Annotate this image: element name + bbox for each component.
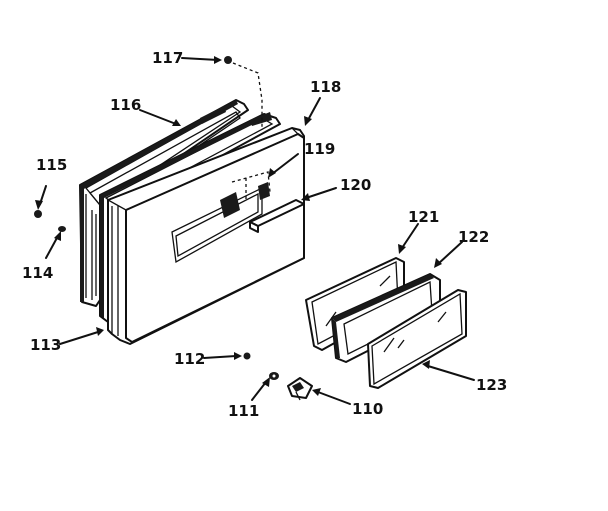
callout-122: 122 <box>458 228 489 246</box>
door-handle-120 <box>249 182 305 233</box>
callout-116: 116 <box>110 96 141 114</box>
glass-pane-123 <box>367 289 467 389</box>
callout-113: 113 <box>30 336 61 354</box>
door-frame-116 <box>79 99 249 307</box>
callout-112: 112 <box>174 350 205 368</box>
callout-118: 118 <box>310 78 341 96</box>
hinge-bracket-110 <box>287 377 313 401</box>
washer-114 <box>58 226 66 232</box>
screw-117 <box>224 56 263 130</box>
glass-pane-122 <box>331 273 441 363</box>
callout-115: 115 <box>36 156 67 174</box>
callout-117: 117 <box>152 49 183 67</box>
callout-123: 123 <box>476 376 507 394</box>
door-window-opening <box>171 186 263 264</box>
callout-111: 111 <box>228 402 259 420</box>
part-112 <box>243 352 251 360</box>
callout-120: 120 <box>340 176 371 194</box>
dashed-guides <box>231 171 271 200</box>
leader-lines <box>35 56 475 405</box>
screw-115 <box>34 210 42 218</box>
callout-labels: 117 116 118 119 120 115 114 113 112 111 … <box>22 49 507 420</box>
callout-114: 114 <box>22 264 53 282</box>
callout-110: 110 <box>352 400 383 418</box>
part-111 <box>269 372 279 380</box>
callout-121: 121 <box>408 208 439 226</box>
callout-119: 119 <box>304 140 335 158</box>
